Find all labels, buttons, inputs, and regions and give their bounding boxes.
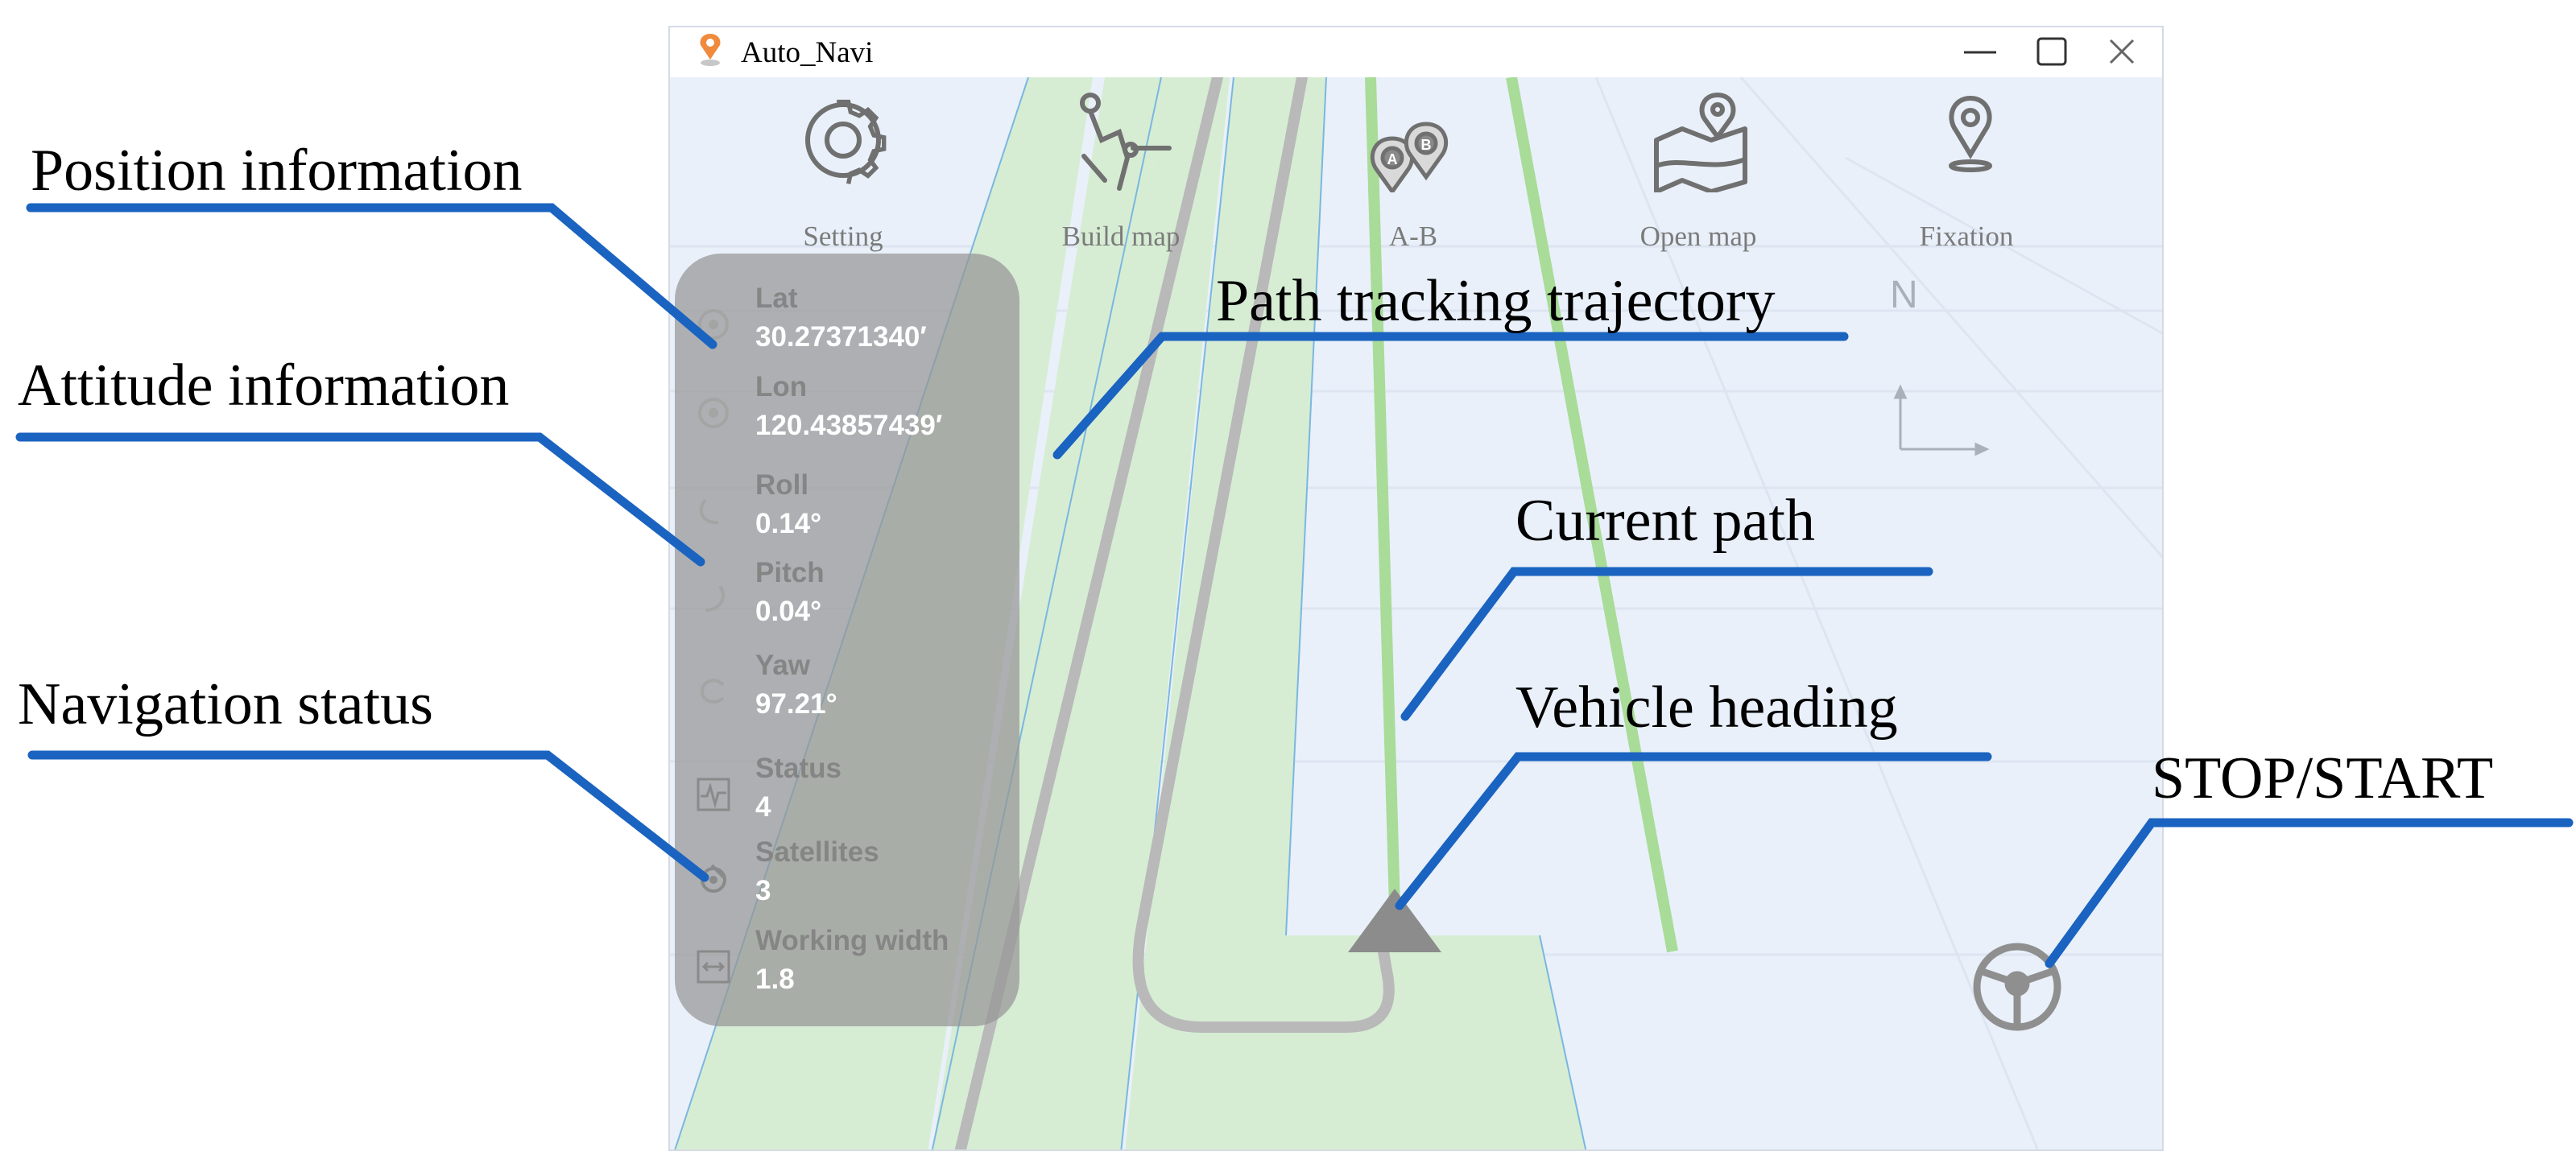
lon-value: 120.43857439′	[755, 410, 943, 441]
ab-markers-icon: A B	[1370, 122, 1449, 192]
yaw-icon	[700, 679, 725, 704]
info-row-working-width: Working width 1.8	[675, 925, 1019, 1013]
annotation-position-information: Position information	[31, 138, 523, 204]
vehicle-heading-marker	[1348, 889, 1441, 952]
status-value: 4	[755, 791, 771, 823]
globe-icon	[698, 309, 729, 340]
toolbar-fixation-button[interactable]: Fixation	[1902, 77, 2087, 252]
app-logo-icon	[700, 34, 721, 66]
toolbar-label: Build map	[1061, 221, 1180, 252]
path-tracking-trajectory-uturn	[1132, 77, 1395, 1033]
pitch-value: 0.04°	[755, 596, 822, 627]
info-panel: Lat 30.27371340′ Lon 120.43857439′ Roll …	[675, 254, 1019, 1026]
svg-text:A: A	[1387, 151, 1398, 167]
gear-icon	[805, 99, 887, 184]
working-width-value: 1.8	[755, 964, 795, 995]
globe-icon	[698, 398, 729, 428]
satellites-value: 3	[755, 875, 771, 906]
toolbar-label: Fixation	[1919, 221, 2014, 252]
signal-status-icon	[697, 778, 730, 811]
toolbar-setting-button[interactable]: Setting	[750, 77, 936, 252]
satellite-icon	[701, 864, 726, 893]
annotation-navigation-status: Navigation status	[18, 671, 433, 737]
roll-value: 0.14°	[755, 508, 822, 539]
annotation-path-tracking-trajectory: Path tracking trajectory	[1216, 268, 1776, 334]
working-width-label: Working width	[755, 925, 949, 956]
info-row-status: Status 4	[675, 753, 1019, 841]
pitch-icon	[705, 584, 725, 612]
annotation-vehicle-heading: Vehicle heading	[1515, 675, 1898, 741]
title-bar: Auto_Navi	[670, 27, 2162, 77]
toolbar-label: Open map	[1639, 221, 1757, 252]
annotation-current-path: Current path	[1515, 488, 1815, 554]
roll-label: Roll	[755, 469, 809, 501]
open-map-icon	[1654, 93, 1747, 192]
minimize-button[interactable]	[1961, 32, 1999, 71]
width-icon	[697, 950, 730, 984]
compass-north-label: N	[1890, 274, 1918, 316]
close-button[interactable]	[2103, 32, 2141, 71]
yaw-value: 97.21°	[755, 688, 837, 720]
compass-axes	[1893, 384, 1990, 456]
info-row-yaw: Yaw 97.21°	[675, 650, 1019, 738]
toolbar-label: Setting	[803, 221, 883, 252]
annotation-stop-start: STOP/START	[2152, 745, 2494, 811]
status-label: Status	[755, 753, 841, 784]
maximize-button[interactable]	[2033, 32, 2072, 71]
pitch-label: Pitch	[755, 557, 825, 588]
yaw-label: Yaw	[755, 650, 811, 681]
toolbar-open-map-button[interactable]: Open map	[1606, 77, 1791, 252]
toolbar-label: A-B	[1388, 221, 1438, 252]
info-row-lon: Lon 120.43857439′	[675, 371, 1019, 460]
toolbar-ab-button[interactable]: A B A-B	[1321, 77, 1506, 252]
lat-label: Lat	[755, 283, 798, 314]
location-pin-icon	[1949, 95, 1992, 172]
callout-line-position	[26, 203, 717, 349]
satellites-label: Satellites	[755, 836, 879, 868]
annotation-attitude-information: Attitude information	[18, 353, 510, 419]
roll-icon	[699, 498, 719, 525]
info-row-roll: Roll 0.14°	[675, 469, 1019, 558]
lat-value: 30.27371340′	[755, 321, 927, 353]
callout-line-attitude	[15, 432, 705, 567]
toolbar-build-map-button[interactable]: Build map	[1028, 77, 1214, 252]
info-row-lat: Lat 30.27371340′	[675, 283, 1019, 371]
app-title: Auto_Navi	[741, 36, 874, 69]
callout-line-navigation	[27, 750, 709, 882]
build-map-icon	[1080, 93, 1172, 191]
steering-wheel-icon	[1973, 943, 2061, 1031]
lon-label: Lon	[755, 371, 808, 402]
current-path	[1365, 77, 1400, 907]
info-row-satellites: Satellites 3	[675, 836, 1019, 925]
svg-text:B: B	[1421, 137, 1432, 153]
info-row-pitch: Pitch 0.04°	[675, 557, 1019, 646]
